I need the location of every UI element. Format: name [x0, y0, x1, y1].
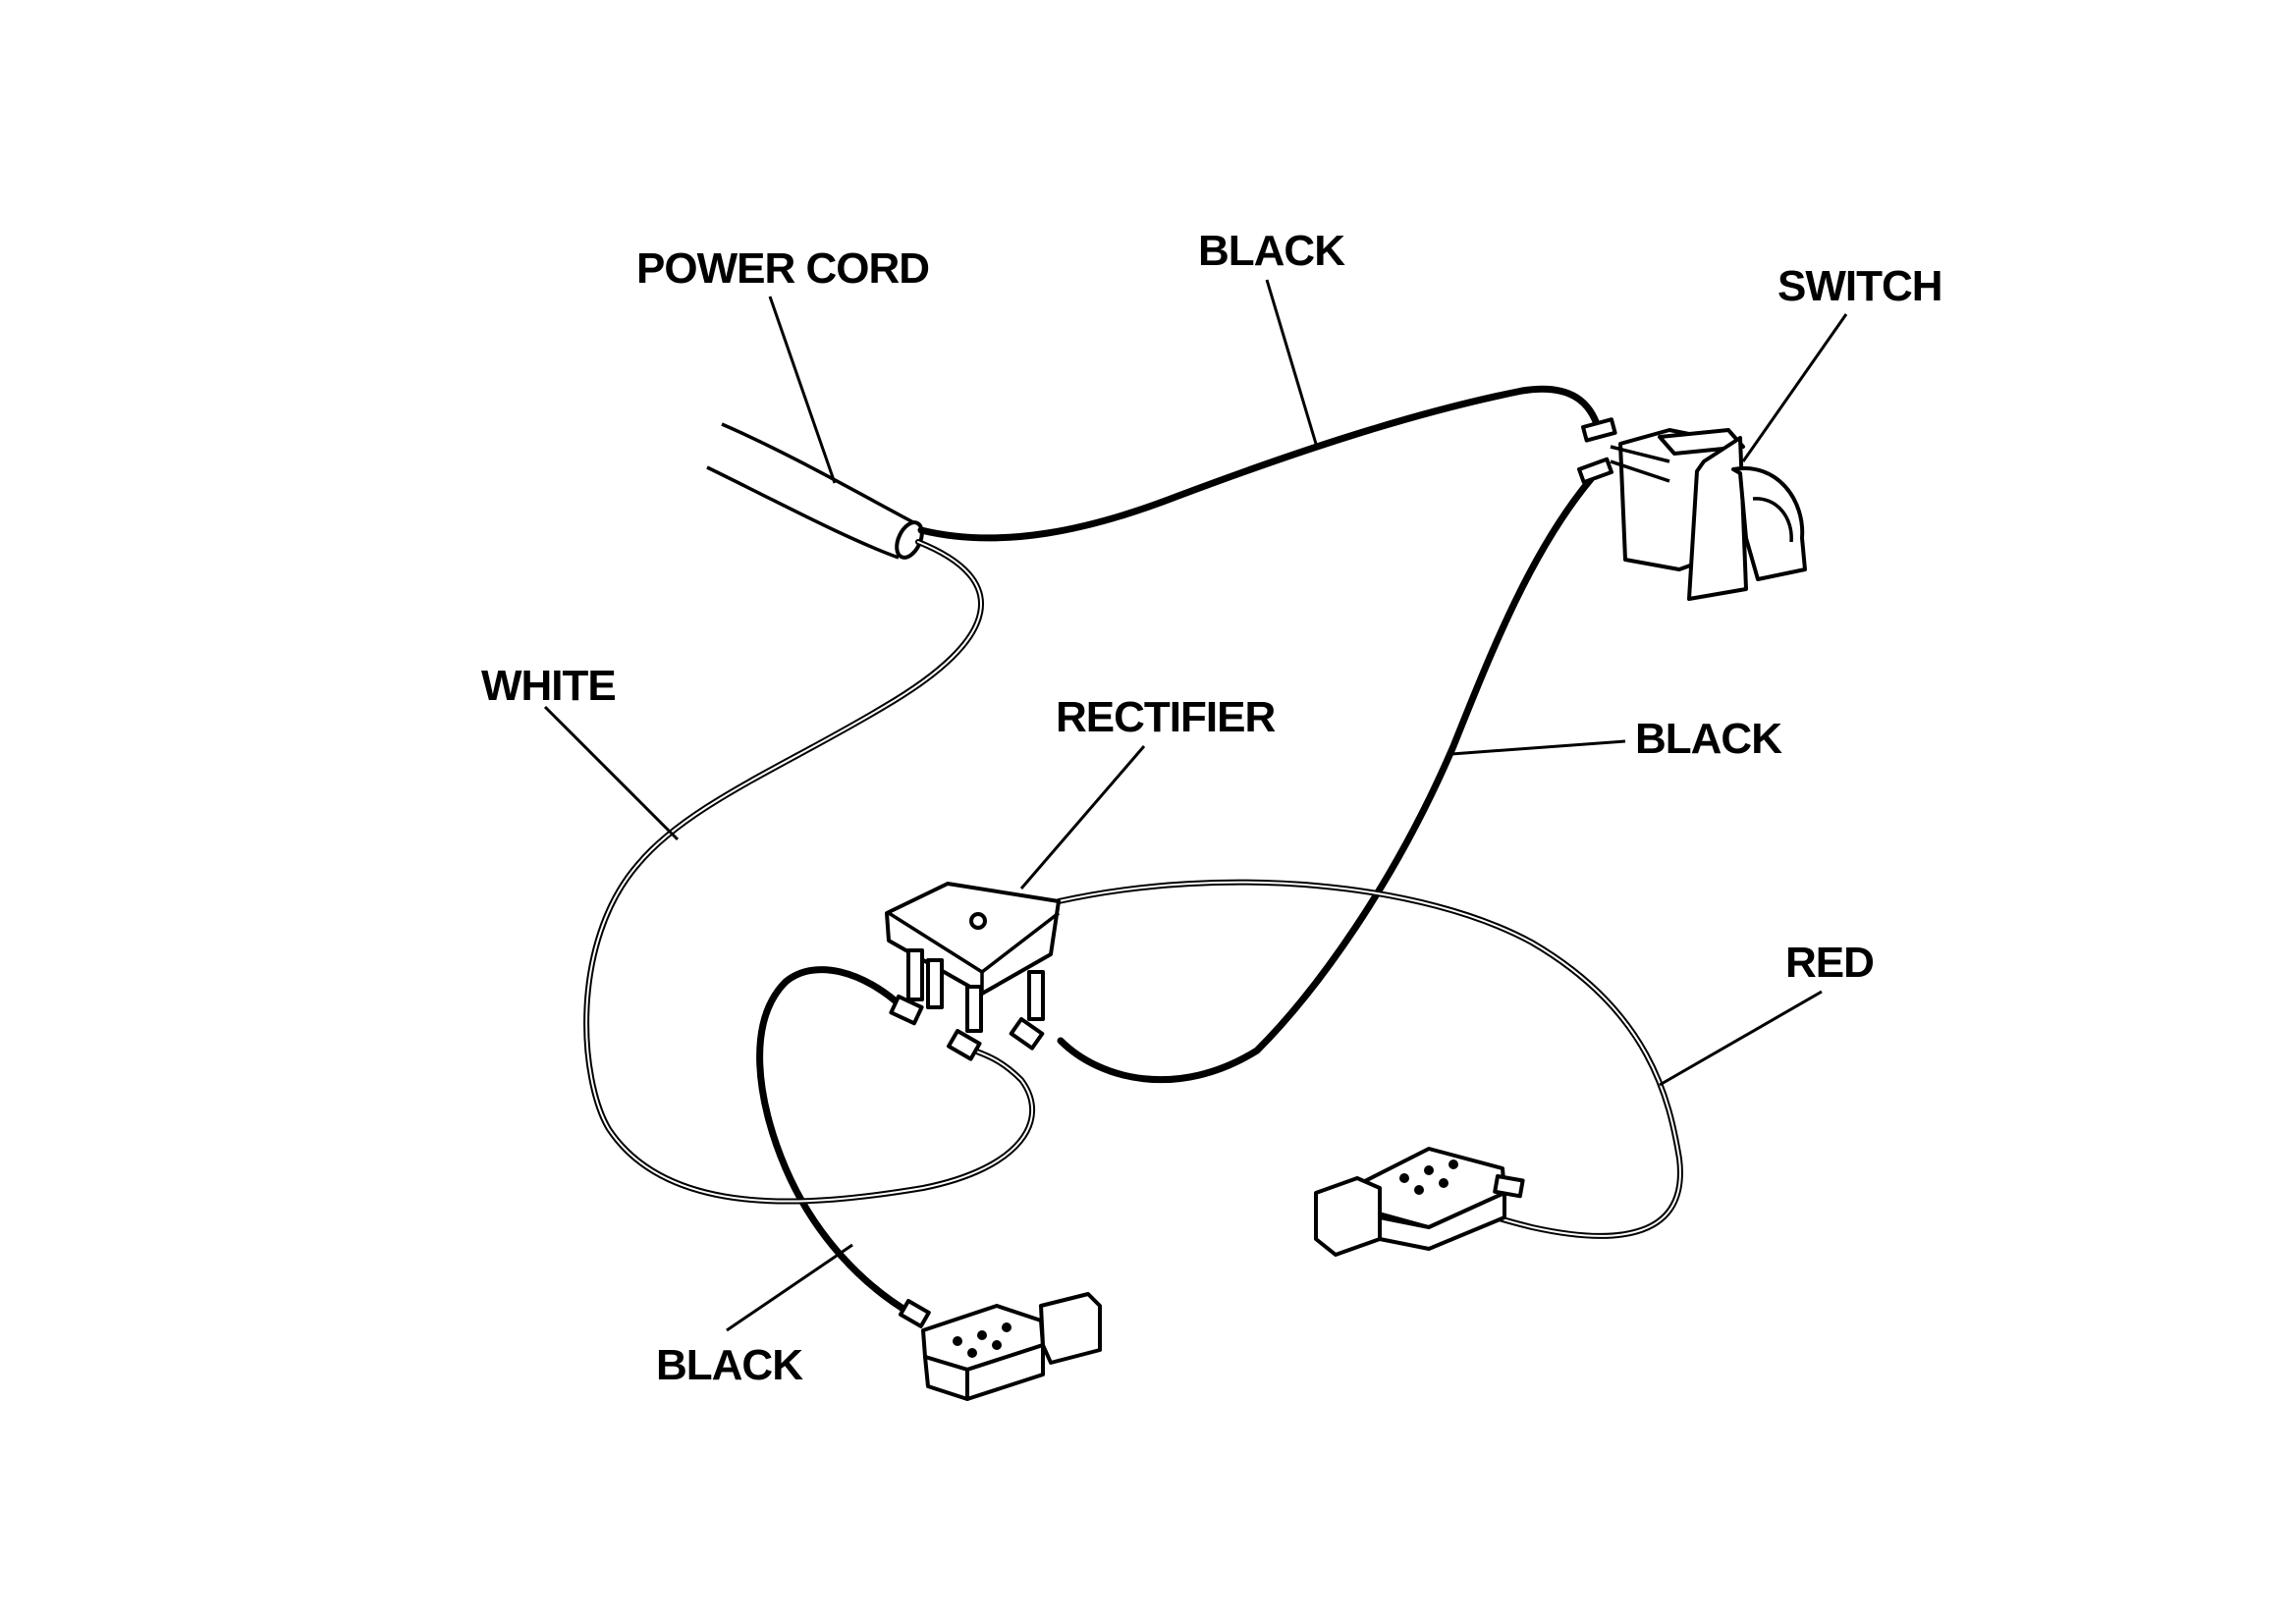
label-red: RED	[1785, 939, 1874, 987]
rectifier-block	[885, 882, 1061, 1061]
label-white: WHITE	[481, 662, 616, 710]
leader-power-cord	[768, 296, 837, 484]
rocker-switch	[1577, 417, 1807, 601]
label-black-bottom: BLACK	[656, 1341, 803, 1389]
label-power-cord: POWER CORD	[636, 244, 929, 293]
white-wire	[583, 539, 1036, 1205]
brush-terminal-right	[1314, 1147, 1525, 1257]
label-rectifier: RECTIFIER	[1056, 693, 1275, 741]
label-black-right: BLACK	[1635, 715, 1782, 763]
red-wire	[1056, 879, 1683, 1239]
label-black-top: BLACK	[1198, 227, 1345, 275]
label-switch: SWITCH	[1777, 262, 1942, 310]
brush-terminal-left	[899, 1292, 1102, 1401]
black-wire-cord-to-switch	[917, 385, 1603, 542]
black-wire-rectifier-to-terminal	[756, 966, 915, 1318]
leader-black-right	[1450, 739, 1626, 756]
leader-rectifier	[1019, 745, 1146, 890]
leader-black-bottom	[726, 1243, 853, 1332]
leader-white	[543, 705, 680, 841]
leader-red	[1659, 990, 1823, 1087]
black-wire-switch-to-rectifier	[1057, 475, 1595, 1084]
leader-black-top	[1265, 279, 1318, 445]
leader-switch	[1741, 313, 1848, 462]
power-cord	[706, 422, 924, 560]
